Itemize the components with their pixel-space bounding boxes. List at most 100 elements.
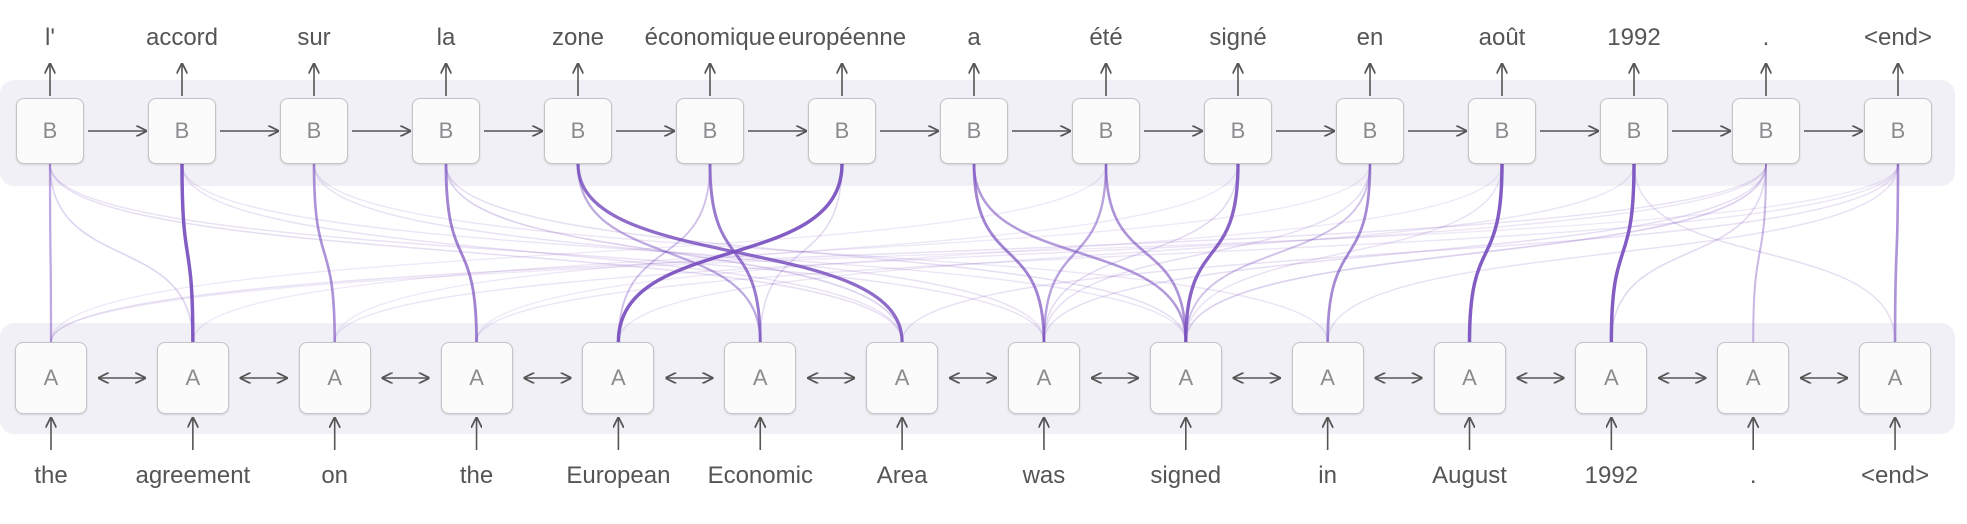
decoder-node: B [940,98,1008,164]
attention-link [1893,163,1900,343]
encoder-input-word: the [459,462,494,489]
decoder-node: B [412,98,480,164]
decoder-output-word: signé [1209,24,1267,51]
decoder-node: B [1072,98,1140,164]
encoder-node: A [1859,342,1932,414]
decoder-output-word: 1992 [1607,24,1661,51]
encoder-input-word: signed [1150,462,1222,489]
attention-link [49,163,194,343]
attention-link [444,163,478,343]
encoder-input-word: . [1749,462,1757,489]
attention-link [972,163,1188,343]
attention-link [334,163,1239,343]
attention-link [617,163,1635,343]
attention-link [1752,163,1768,343]
attention-link [1633,163,1896,343]
attention-link [50,163,1767,343]
attention-link [1610,163,1767,343]
encoder-input-word: agreement [135,462,251,489]
decoder-output-word: accord [145,24,219,51]
attention-link [759,163,843,343]
encoder-node: A [866,342,939,414]
decoder-node: B [1600,98,1668,164]
attention-link [313,163,1045,343]
encoder-node: A [1433,342,1506,414]
attention-link [1184,163,1767,343]
attention-link [1184,163,1240,343]
decoder-output-word: zone [551,24,605,51]
attention-link [49,163,903,343]
attention-link [1609,163,1636,343]
encoder-node: A [1007,342,1080,414]
decoder-output-word: <end> [1863,24,1933,51]
decoder-node: B [1732,98,1800,164]
attention-link [445,163,1187,343]
decoder-output-word: a [967,24,981,51]
decoder-node: B [16,98,84,164]
encoder-node: A [298,342,371,414]
attention-link [1043,163,1239,343]
attention-link [475,163,1899,343]
encoder-input-word: in [1318,462,1337,489]
attention-link [1043,163,1371,343]
encoder-node: A [156,342,229,414]
attention-link [972,163,1046,343]
arrow-layer [50,64,1898,450]
attention-link-layer [48,163,1900,343]
encoder-input-word: was [1022,462,1066,489]
encoder-node: A [1717,342,1790,414]
encoder-input-word: European [566,462,671,489]
attention-link [1184,163,1371,343]
decoder-node: B [1204,98,1272,164]
attention-link [576,163,762,343]
decoder-node: B [280,98,348,164]
encoder-node: A [582,342,655,414]
attention-link [50,163,1107,343]
encoder-input-word: 1992 [1584,462,1639,489]
encoder-node: A [440,342,513,414]
decoder-node: B [544,98,612,164]
decoder-output-word: été [1089,24,1123,51]
attention-link [50,163,1899,343]
encoder-node: A [1575,342,1648,414]
attention-link [48,163,53,343]
decoder-output-word: . [1762,24,1770,51]
encoder-input-word: August [1432,462,1507,489]
decoder-node: B [676,98,744,164]
encoder-node: A [1149,342,1222,414]
attention-link [49,163,1045,343]
attention-link [1467,163,1504,343]
decoder-node: B [808,98,876,164]
attention-link [1326,163,1899,343]
decoder-output-word: l' [45,24,55,51]
attention-link [192,163,1371,343]
attention-link [1043,163,1767,343]
attention-link [576,163,904,343]
decoder-node: B [1468,98,1536,164]
attention-link [312,163,337,343]
encoder-input-word: the [34,462,68,489]
attention-link [313,163,1329,343]
attention-link [181,163,1187,343]
encoder-node: A [724,342,797,414]
attention-link [1326,163,1372,343]
attention-link [181,163,903,343]
decoder-node: B [148,98,216,164]
encoder-input-word: Area [876,462,928,489]
decoder-node: B [1864,98,1932,164]
decoder-output-word: sur [297,24,331,51]
attention-link [334,163,1767,343]
decoder-output-word: août [1478,24,1526,51]
attention-link [1185,163,1503,343]
attention-link [1104,163,1188,343]
attention-link [445,163,903,343]
encoder-input-word: <end> [1861,462,1930,489]
encoder-input-word: Economic [707,462,813,489]
attention-link [180,163,195,343]
decoder-output-word: économique [644,24,776,51]
encoder-node: A [1291,342,1364,414]
encoder-node: A [15,342,87,414]
attention-link [901,163,1899,343]
